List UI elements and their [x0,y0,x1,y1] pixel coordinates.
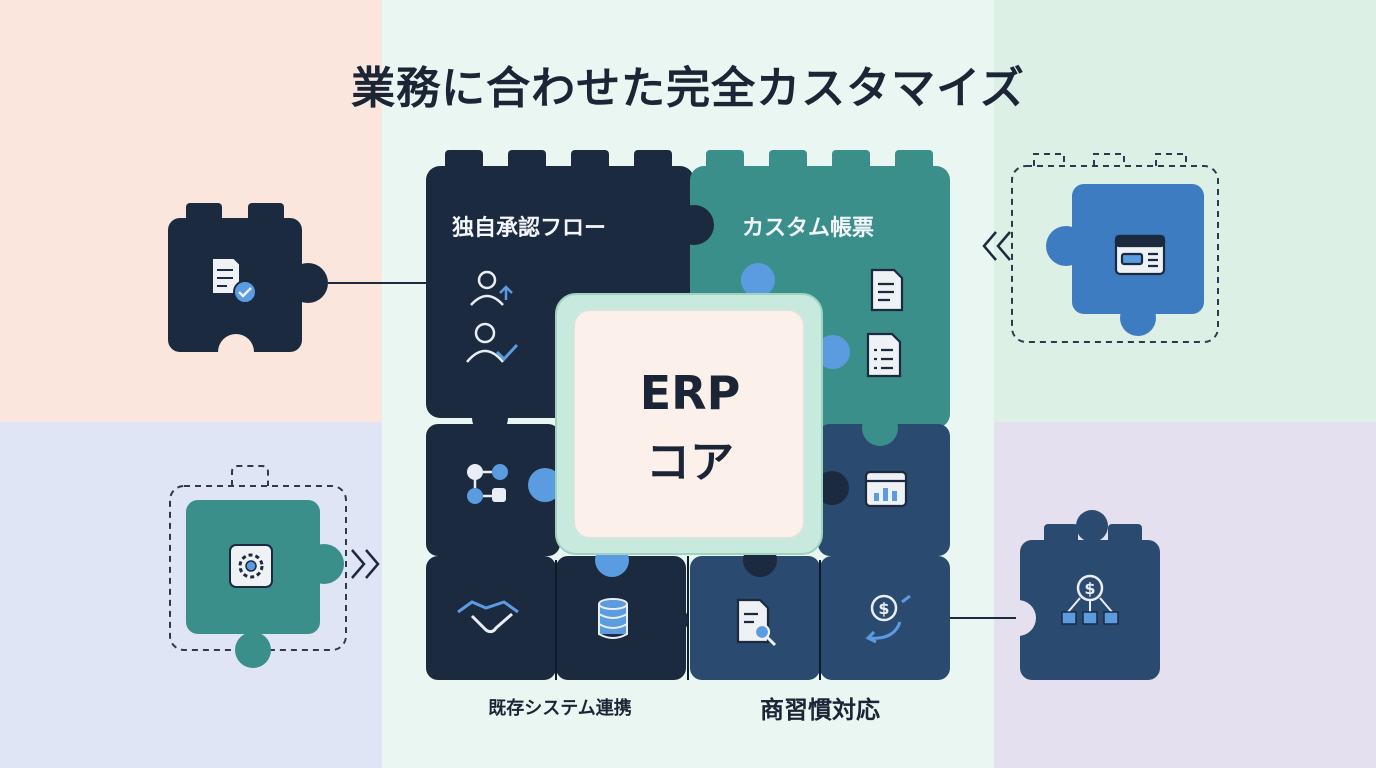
piece-bottom-1 [426,556,556,680]
page-title: 業務に合わせた完全カスタマイズ [351,63,1025,114]
user-upload-icon [470,270,513,306]
knob-6 [656,604,688,636]
arrow-left-icon [982,231,1011,261]
knob-3 [472,538,508,574]
user-check-icon [466,322,519,363]
database-icon [598,598,628,639]
knob-2 [862,410,898,446]
label-business-practices: 商習慣対応 [760,696,880,724]
erp-core-subtitle: コア [646,437,734,488]
knob-7 [786,602,818,634]
knob-approval-forms [674,205,714,245]
handshake-icon [457,600,519,634]
network-icon [467,464,508,504]
piece-dividers [555,556,821,680]
knob-5 [522,604,554,636]
erp-core [573,309,805,539]
dollar-cycle-icon: $ [865,594,911,644]
label-approval-flow: 独自承認フロー [452,216,607,241]
piece-form-outline [1011,153,1219,343]
gear-icon [229,544,273,588]
chart-window-icon [864,470,908,508]
knob-4 [866,538,902,574]
dollar-boxes-icon: $ [1061,574,1119,625]
document-icon [870,268,904,312]
piece-bottom-4 [820,556,950,680]
form-window-icon [1114,234,1166,276]
label-custom-forms: カスタム帳票 [742,216,875,241]
knob-1 [472,400,508,436]
piece-doc-check [168,203,328,370]
document-search-icon [736,598,777,647]
list-document-icon [866,332,902,378]
erp-core-title: ERP [639,366,741,420]
svg-text:$: $ [878,599,889,618]
svg-text:$: $ [1084,579,1095,598]
label-system-integration: 既存システム連携 [488,698,632,719]
document-check-icon [211,257,257,304]
arrow-right-icon [351,549,380,579]
